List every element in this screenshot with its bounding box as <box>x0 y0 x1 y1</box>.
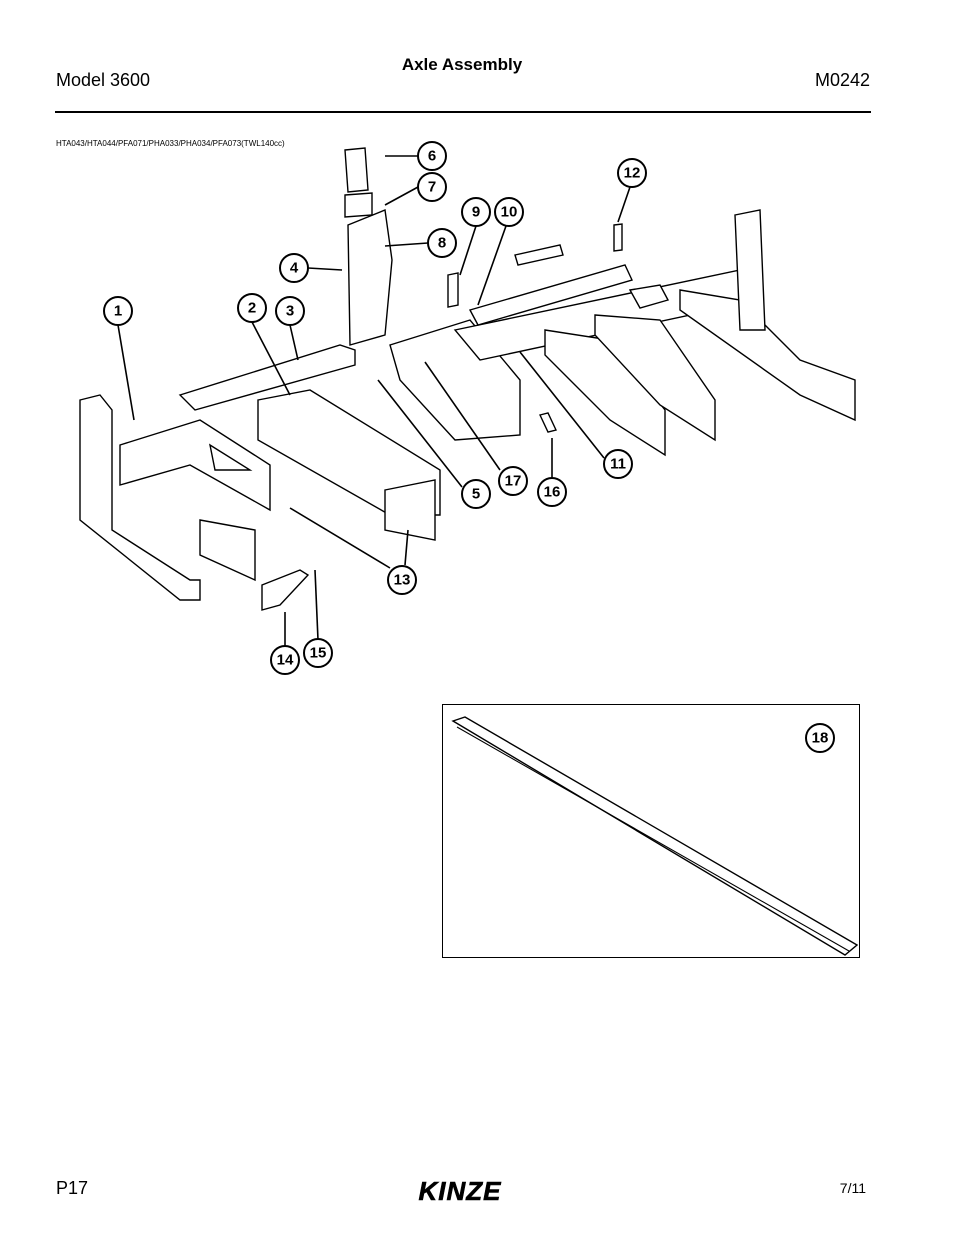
callout-10: 10 <box>494 197 524 227</box>
leader-3 <box>289 324 299 361</box>
kinze-logo-mark: KINZE <box>418 1176 502 1207</box>
callout-17: 17 <box>498 466 528 496</box>
header-rule <box>55 111 871 113</box>
callout-9: 9 <box>461 197 491 227</box>
callout-13: 13 <box>387 565 417 595</box>
page-title: Axle Assembly <box>401 55 523 74</box>
torque-bar <box>178 344 356 411</box>
leader-17 <box>424 361 501 471</box>
part-codes: HTA043/HTA044/PFA071/PHA033/PHA034/PFA07… <box>56 139 285 148</box>
pivot-bracket <box>347 209 393 346</box>
leader-13b <box>404 529 409 566</box>
leader-2 <box>251 321 291 396</box>
page-number: P17 <box>56 1178 89 1198</box>
svg-text:18: 18 <box>812 730 829 747</box>
callout-4: 4 <box>279 253 309 283</box>
callout-7: 7 <box>417 172 447 202</box>
bolt-16 <box>539 412 557 433</box>
right-end-plate <box>734 209 766 331</box>
strap-14 <box>261 569 310 611</box>
kinze-logo: KINZE <box>400 1174 525 1213</box>
pin-12 <box>613 223 623 252</box>
callout-1: 1 <box>103 296 133 326</box>
hydraulic-hose <box>514 244 564 266</box>
revision-date: 7/11 <box>839 1180 866 1196</box>
leader-7 <box>384 186 419 206</box>
inset-shaft-diagram: 18 <box>451 716 859 956</box>
svg-text:10: 10 <box>501 204 518 221</box>
svg-text:5: 5 <box>472 486 480 503</box>
axle-assembly-diagram: 1 2 3 4 5 6 7 8 9 10 11 12 13 14 15 16 1… <box>79 141 856 675</box>
callout-8: 8 <box>427 228 457 258</box>
pin-9 <box>447 272 459 308</box>
left-leg <box>199 519 256 582</box>
hose-bundle <box>344 147 369 193</box>
right-clamp <box>628 284 670 309</box>
callout-18: 18 <box>805 723 835 753</box>
svg-text:14: 14 <box>277 652 294 669</box>
svg-text:3: 3 <box>286 303 294 320</box>
callout-14: 14 <box>270 645 300 675</box>
svg-text:17: 17 <box>505 473 522 490</box>
shaft-edge <box>456 726 850 952</box>
callout-5: 5 <box>461 479 491 509</box>
svg-text:4: 4 <box>290 260 299 277</box>
svg-text:9: 9 <box>472 204 480 221</box>
svg-text:6: 6 <box>428 148 436 165</box>
svg-text:12: 12 <box>624 165 641 182</box>
hydraulic-cylinder <box>468 264 633 326</box>
svg-text:8: 8 <box>438 235 446 252</box>
callout-12: 12 <box>617 158 647 188</box>
inset-box: 18 <box>442 704 860 958</box>
leader-9 <box>459 225 477 276</box>
svg-text:1: 1 <box>114 303 122 320</box>
leader-15 <box>314 569 319 641</box>
svg-text:13: 13 <box>394 572 411 589</box>
svg-text:2: 2 <box>248 300 256 317</box>
leader-11 <box>519 351 605 459</box>
center-leg <box>384 479 436 541</box>
leader-4 <box>307 267 343 271</box>
leader-5 <box>377 379 463 488</box>
brand-text: KINZE <box>419 1176 502 1206</box>
callout-15: 15 <box>303 638 333 668</box>
callout-2: 2 <box>237 293 267 323</box>
leader-12 <box>617 186 631 223</box>
model-label: Model 3600 <box>56 70 151 90</box>
leader-1 <box>117 324 135 421</box>
svg-text:15: 15 <box>310 645 327 662</box>
svg-text:7: 7 <box>428 179 436 196</box>
callout-16: 16 <box>537 477 567 507</box>
shaft-18 <box>451 716 859 956</box>
hose-fittings <box>344 192 373 218</box>
leader-10 <box>477 225 507 306</box>
left-end-plate <box>79 394 201 601</box>
left-gusset <box>208 443 253 471</box>
center-axle-member <box>257 389 441 516</box>
leader-8 <box>384 242 429 247</box>
callout-3: 3 <box>275 296 305 326</box>
svg-text:11: 11 <box>610 456 626 473</box>
document-number: M0242 <box>814 70 870 90</box>
callout-11: 11 <box>603 449 633 479</box>
callout-6: 6 <box>417 141 447 171</box>
left-axle-tube <box>119 419 271 512</box>
right-axle-2 <box>594 314 716 442</box>
svg-text:16: 16 <box>544 484 561 501</box>
leader-13a <box>289 507 391 569</box>
